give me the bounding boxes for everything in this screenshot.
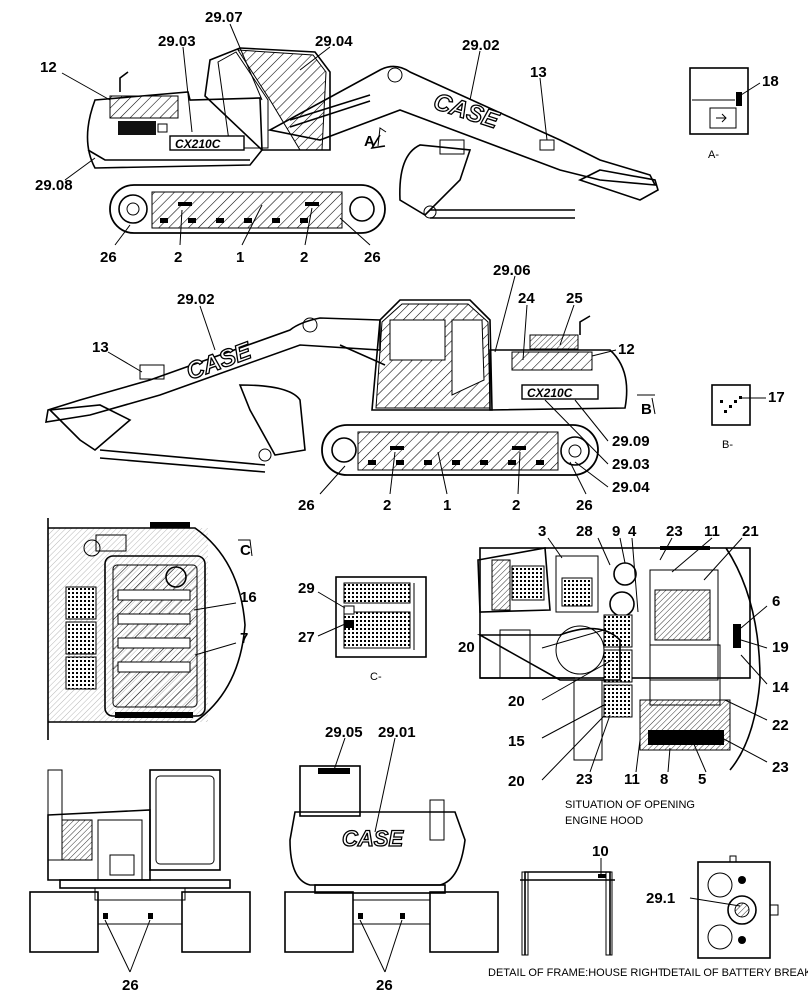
callout-12: 12 — [40, 59, 57, 76]
detail-battery-breaker — [689, 855, 779, 959]
detail-frame-house-right — [520, 858, 615, 956]
caption-engine-hood-line1: SITUATION OF OPENING — [565, 799, 695, 811]
callout-4: 4 — [628, 523, 637, 540]
rear-view: CASE — [284, 737, 499, 973]
callout-3: 3 — [538, 523, 546, 540]
brand-decal-counterweight: CASE — [342, 826, 404, 851]
callout-26: 26 — [122, 977, 139, 994]
callout-26: 26 — [364, 249, 381, 266]
section-marker-c: C — [240, 542, 251, 559]
detail-label-b: B- — [722, 439, 733, 451]
detail-label-a: A- — [708, 149, 719, 161]
callout-26: 26 — [298, 497, 315, 514]
callout-23: 23 — [576, 771, 593, 788]
callout-11: 11 — [704, 523, 720, 540]
right-side-view: CX210C CASE B — [45, 299, 656, 476]
callout-2: 2 — [512, 497, 520, 514]
top-view-left: C — [47, 518, 253, 740]
callout-25: 25 — [566, 290, 583, 307]
callout-23: 23 — [772, 759, 789, 776]
callout-21: 21 — [742, 523, 759, 540]
caption-engine-hood-line2: ENGINE HOOD — [565, 815, 643, 827]
caption-frame-detail: DETAIL OF FRAME:HOUSE RIGHT — [488, 967, 665, 979]
engine-hood-leaders — [541, 537, 768, 781]
callout-12: 12 — [618, 341, 635, 358]
callout-16: 16 — [240, 589, 257, 606]
callout-13: 13 — [92, 339, 109, 356]
callout-29-08: 29.08 — [35, 177, 73, 194]
callout-29: 29 — [298, 580, 315, 597]
model-decal-left — [169, 135, 245, 151]
detail-b: 17 B- — [711, 384, 785, 451]
callout-22: 22 — [772, 717, 789, 734]
callout-20: 20 — [458, 639, 475, 656]
callout-29-02: 29.02 — [177, 291, 215, 308]
brand-decal-boom-left: CASE — [430, 88, 503, 135]
callout-29-03: 29.03 — [612, 456, 650, 473]
callout-29-07: 29.07 — [205, 9, 243, 26]
caption-battery-detail: DETAIL OF BATTERY BREAKER — [663, 967, 808, 979]
left-side-view: CX210C CASE A — [86, 47, 659, 234]
callout-28: 28 — [576, 523, 593, 540]
section-marker-a: A — [364, 133, 375, 150]
detail-label-c: C- — [370, 671, 382, 683]
callout-20: 20 — [508, 693, 525, 710]
callout-29-06: 29.06 — [493, 262, 531, 279]
callout-24: 24 — [518, 290, 535, 307]
front-view — [29, 769, 251, 973]
callout-14: 14 — [772, 679, 789, 696]
callout-5: 5 — [698, 771, 706, 788]
callout-29-09: 29.09 — [612, 433, 650, 450]
callout-15: 15 — [508, 733, 525, 750]
callout-29-05: 29.05 — [325, 724, 363, 741]
callout-29-03: 29.03 — [158, 33, 196, 50]
callout-18: 18 — [762, 73, 779, 90]
callout-6: 6 — [772, 593, 780, 610]
callout-29-04: 29.04 — [315, 33, 353, 50]
callout-7: 7 — [240, 630, 248, 647]
callout-2: 2 — [174, 249, 182, 266]
callout-20: 20 — [508, 773, 525, 790]
callout-27: 27 — [298, 629, 315, 646]
callout-26: 26 — [376, 977, 393, 994]
model-decal-text: CX210C — [175, 137, 221, 151]
callout-29-1: 29.1 — [646, 890, 675, 907]
callout-2: 2 — [300, 249, 308, 266]
section-marker-b: B — [641, 401, 652, 418]
callout-2: 2 — [383, 497, 391, 514]
brand-decal-boom-right: CASE — [183, 337, 256, 386]
model-decal-text: CX210C — [527, 386, 573, 400]
view1-leaders — [61, 23, 548, 246]
callout-13: 13 — [530, 64, 547, 81]
callout-1: 1 — [236, 249, 244, 266]
callout-26: 26 — [100, 249, 117, 266]
callout-10: 10 — [592, 843, 609, 860]
callout-29-04: 29.04 — [612, 479, 650, 496]
view2-leaders — [107, 275, 617, 495]
model-decal-right — [521, 384, 599, 400]
callout-1: 1 — [443, 497, 451, 514]
callout-23: 23 — [666, 523, 683, 540]
callout-29-01: 29.01 — [378, 724, 416, 741]
callout-8: 8 — [660, 771, 668, 788]
callout-29-02: 29.02 — [462, 37, 500, 54]
callout-17: 17 — [768, 389, 785, 406]
callout-19: 19 — [772, 639, 789, 656]
engine-hood-open-view — [476, 546, 761, 771]
detail-c: C- — [317, 576, 427, 683]
detail-a: 18 A- — [689, 67, 779, 161]
callout-9: 9 — [612, 523, 620, 540]
callout-11: 11 — [624, 771, 640, 788]
callout-26: 26 — [576, 497, 593, 514]
